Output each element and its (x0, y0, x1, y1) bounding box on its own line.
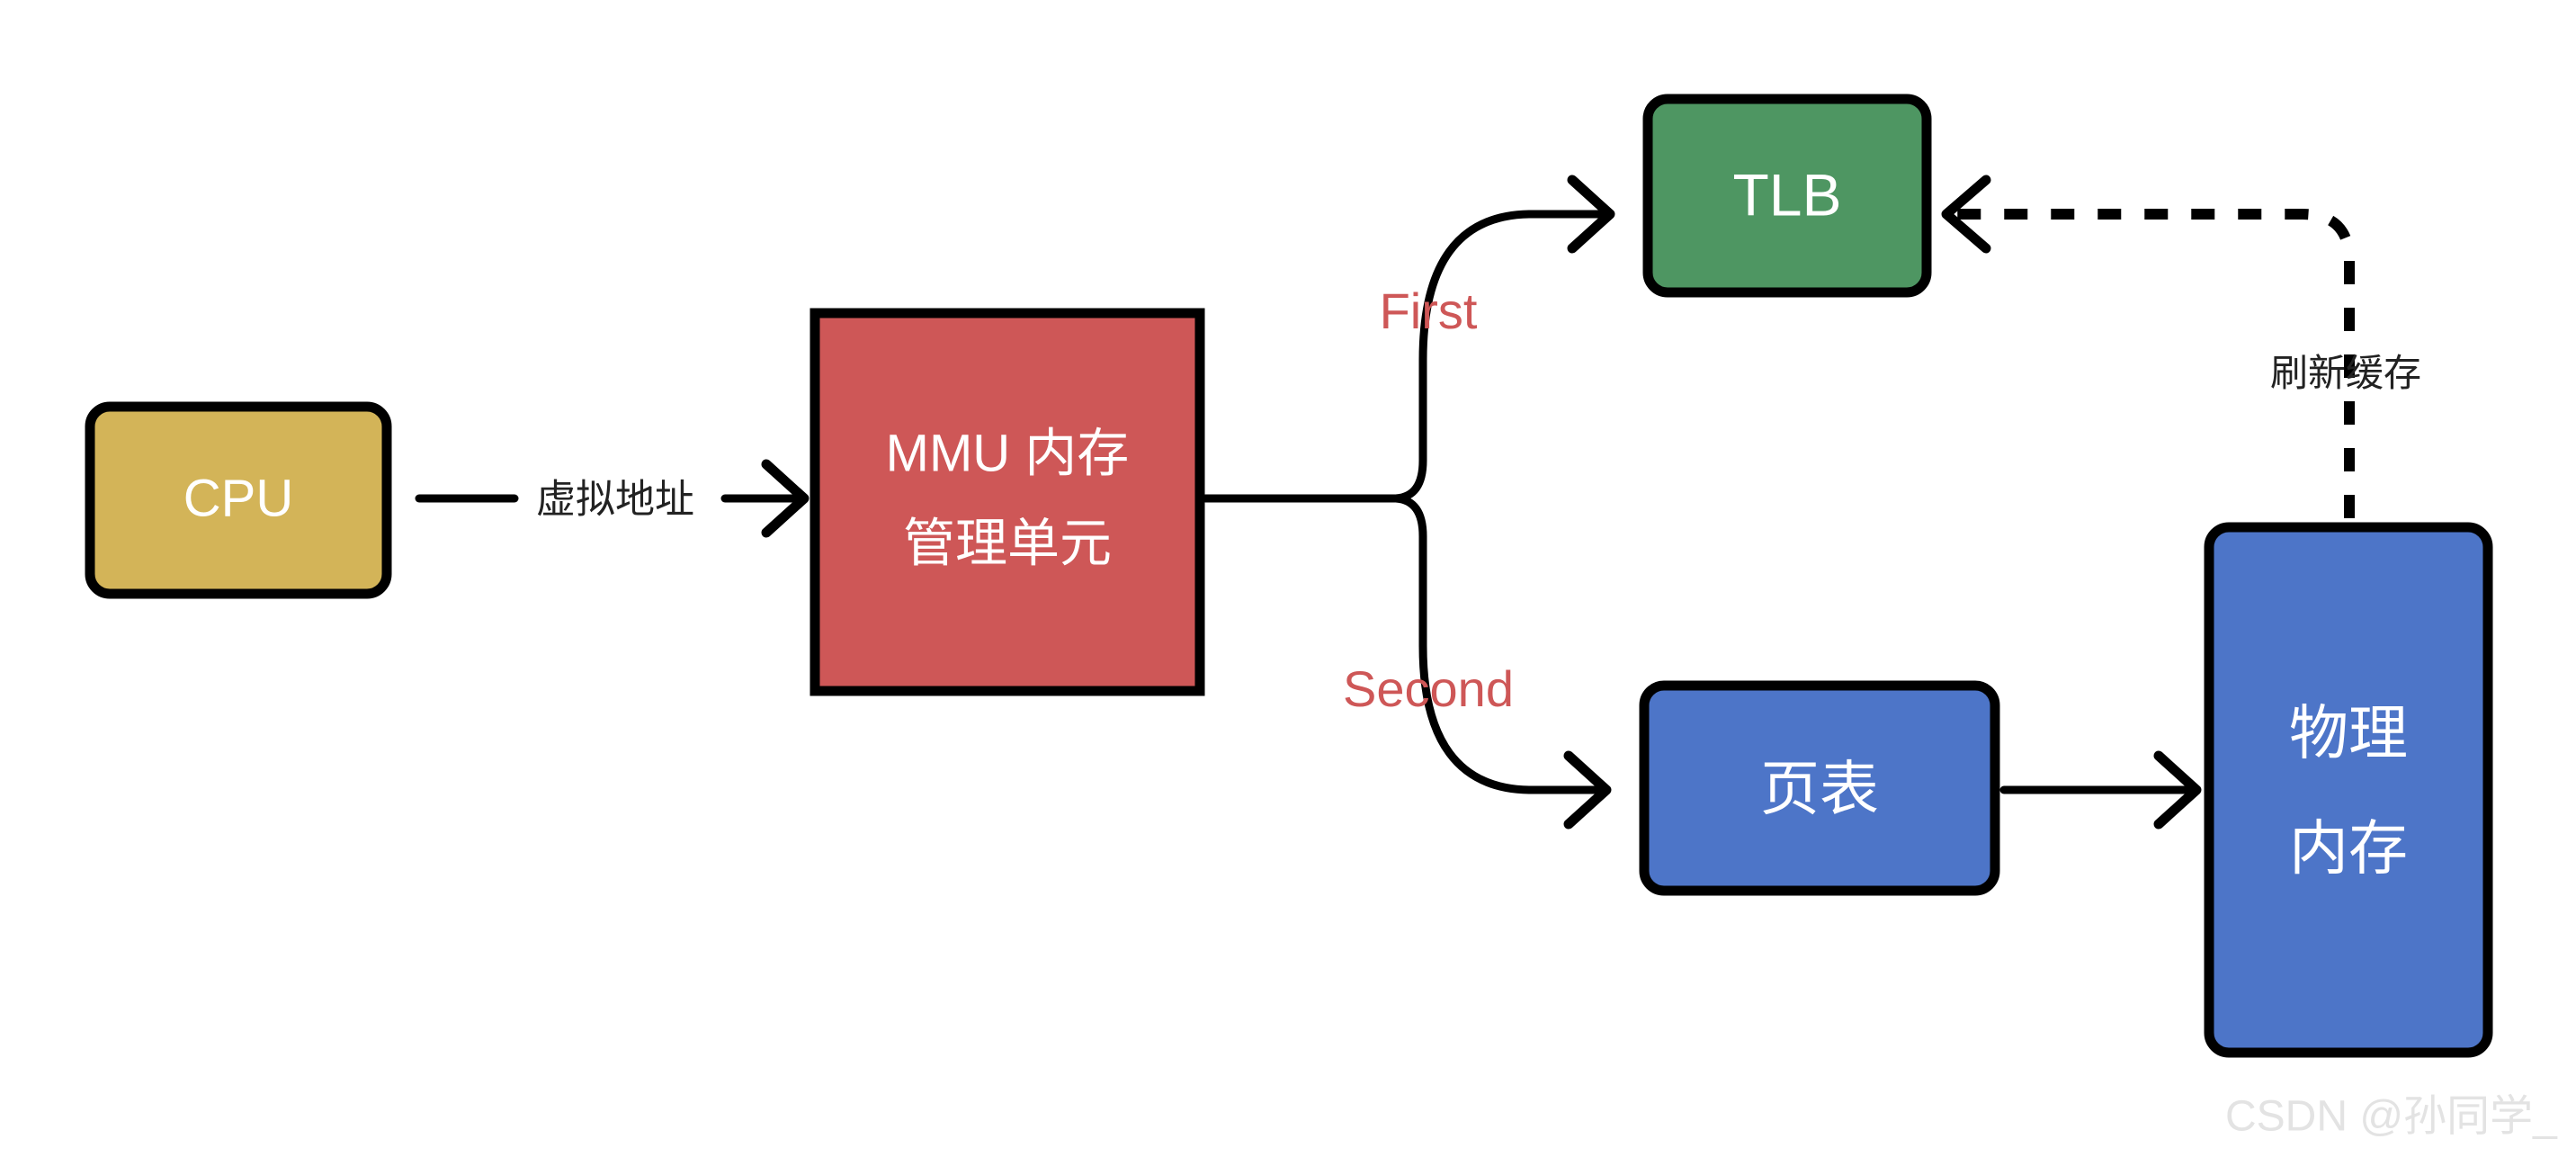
edge-mmu-fork: First Second (1201, 175, 1615, 830)
edge-cpu-to-mmu: 虚拟地址 (415, 459, 809, 538)
node-cpu[interactable]: CPU (85, 401, 392, 599)
edge-page-table-to-physical-memory-arrowhead (2153, 750, 2202, 830)
node-page-table[interactable]: 页表 (1639, 680, 2000, 896)
node-cpu-shape[interactable] (85, 401, 392, 599)
node-mmu-shape[interactable] (809, 308, 1205, 696)
node-page-table-label: 页表 (1760, 755, 1879, 821)
edge-physical-memory-to-tlb: 刷新缓存 (1941, 175, 2421, 518)
csdn-watermark: CSDN @孙同学_ (2225, 1093, 2558, 1141)
edge-mmu-to-tlb-arrowhead (1567, 175, 1615, 254)
edge-mmu-to-page-table-path (1391, 494, 1611, 794)
node-cpu-label: CPU (183, 469, 293, 527)
node-tlb[interactable]: TLB (1642, 94, 1932, 298)
node-tlb-label: TLB (1732, 161, 1841, 228)
node-mmu[interactable]: MMU 内存 管理单元 (809, 308, 1205, 696)
node-physical-memory-label-line2: 内存 (2289, 814, 2408, 881)
edge-physical-memory-to-tlb-path (1950, 209, 2355, 518)
node-mmu-label-line2: 管理单元 (903, 514, 1112, 572)
node-physical-memory-label-line1: 物理 (2289, 699, 2408, 766)
edge-cpu-to-mmu-arrowhead (761, 459, 809, 538)
node-physical-memory[interactable]: 物理 内存 (2204, 522, 2493, 1058)
node-physical-memory-shape[interactable] (2204, 522, 2493, 1058)
edge-label-refresh-cache: 刷新缓存 (2270, 352, 2421, 394)
node-page-table-shape[interactable] (1639, 680, 2000, 896)
edge-label-virtual-address: 虚拟地址 (536, 478, 694, 522)
edge-label-first: First (1380, 283, 1478, 339)
edge-mmu-to-tlb-path (1391, 210, 1614, 503)
edge-page-table-to-physical-memory (1999, 750, 2202, 830)
edge-label-second: Second (1343, 660, 1514, 717)
node-tlb-shape[interactable] (1642, 94, 1932, 298)
edge-mmu-to-page-table-arrowhead (1563, 750, 1612, 830)
node-mmu-label-line1: MMU 内存 (886, 424, 1130, 482)
edge-physical-memory-to-tlb-arrowhead (1941, 175, 1991, 254)
